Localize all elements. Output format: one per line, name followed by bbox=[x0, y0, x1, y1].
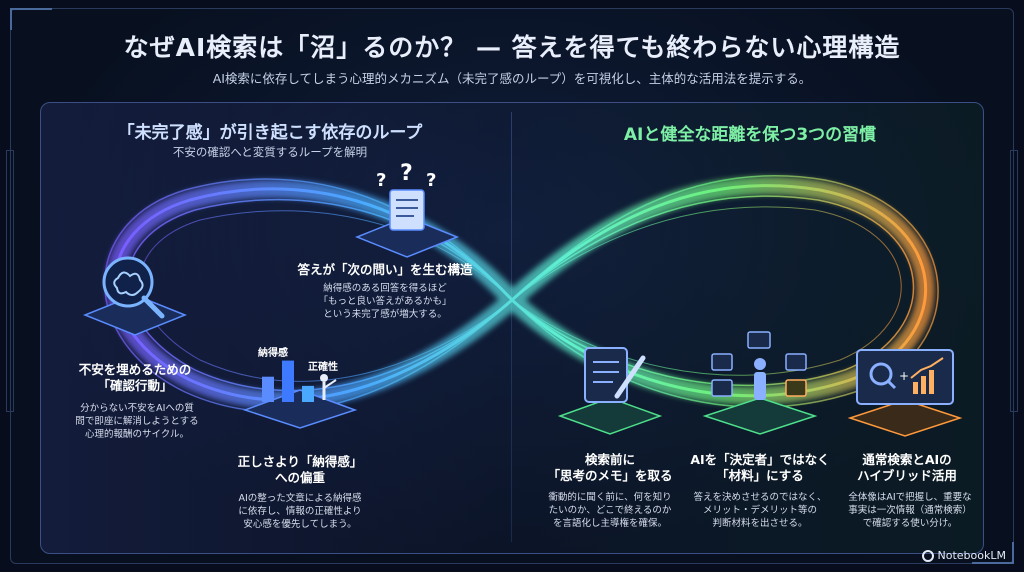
habit-1-label: 検索前に 「思考のメモ」を取る bbox=[540, 452, 680, 484]
left-section-title: 「未完了感」が引き起こす依存のループ bbox=[117, 123, 423, 143]
habit-1-desc: 衝動的に聞く前に、何を知り たいのか、どこで終えるのか を言語化し主導権を確保。 bbox=[535, 491, 685, 530]
step-1-label-line: 「確認行動」 bbox=[97, 378, 173, 393]
bar-chart-bar bbox=[262, 376, 274, 402]
left-section-subtitle: 不安の確認へと変質するループを解明 bbox=[172, 145, 368, 159]
habit-2-desc-line: 判断材料を出させる。 bbox=[712, 518, 808, 529]
habit-3-label-line: 通常検索とAIの bbox=[862, 452, 952, 467]
step-2-desc-line: という未完了感が増大する。 bbox=[323, 309, 447, 320]
habit-2-label-line: AIを「決定者」ではなく bbox=[690, 452, 830, 467]
right-section-title: AIと健全な距離を保つ3つの習慣 bbox=[623, 125, 877, 145]
loop-strands bbox=[104, 174, 939, 413]
step-2-label: 答えが「次の問い」を生む構造 bbox=[280, 262, 490, 278]
page-title: なぜAI検索は「沼」るのか？ — 答えを得ても終わらない心理構造 bbox=[123, 33, 901, 62]
notebooklm-badge: NotebookLM bbox=[921, 549, 1006, 562]
step-2-label-line: 答えが「次の問い」を生む構造 bbox=[297, 262, 473, 277]
habit-2-label-line: 「材料」にする bbox=[716, 468, 804, 483]
habit-3-desc-line: 事実は一次情報（通常検索） bbox=[848, 505, 972, 516]
content-panel bbox=[40, 102, 984, 554]
bar-chart-presenter-icon bbox=[242, 360, 358, 429]
step-1-desc-line: 問で即座に解消しようとする bbox=[75, 416, 199, 427]
habit-1-label-line: 「思考のメモ」を取る bbox=[547, 468, 673, 483]
panel-divider bbox=[511, 112, 512, 542]
notepad-pen-icon bbox=[557, 347, 663, 435]
question-scroll-icon: ? ? ? bbox=[354, 162, 460, 258]
step-1-desc: 分からない不安をAIへの質 問で即座に解消しようとする 心理的報酬のサイクル。 bbox=[62, 402, 212, 441]
svg-text:+: + bbox=[899, 369, 909, 383]
brand-name: NotebookLM bbox=[937, 549, 1006, 562]
step-1-desc-line: 分からない不安をAIへの質 bbox=[80, 403, 194, 414]
habit-2-desc-line: メリット・デメリット等の bbox=[702, 505, 817, 516]
habit-1-label-line: 検索前に bbox=[584, 452, 635, 467]
habit-2-label: AIを「決定者」ではなく 「材料」にする bbox=[680, 452, 840, 484]
step-2-desc-line: 納得感のある回答を得るほど bbox=[323, 283, 447, 294]
notebooklm-logo-icon bbox=[921, 549, 934, 562]
search-plus-chart-icon: + bbox=[847, 349, 963, 437]
left-rail-decoration bbox=[6, 150, 14, 412]
bar-chart-bar bbox=[282, 360, 294, 402]
step-3-desc-line: 安心感を優先してしまう。 bbox=[243, 519, 357, 530]
svg-text:?: ? bbox=[426, 170, 436, 191]
habit-3-desc-line: で確認する使い分け。 bbox=[862, 518, 958, 529]
step-3-label-line: 正しさより「納得感」 bbox=[237, 454, 363, 469]
habit-3-label: 通常検索とAIの ハイブリッド活用 bbox=[832, 452, 982, 484]
step-2-desc-line: 「もっと良い答えがあるかも」 bbox=[318, 296, 452, 307]
habit-3-label-line: ハイブリッド活用 bbox=[857, 468, 957, 483]
step-1-label: 不安を埋めるための 「確認行動」 bbox=[60, 362, 210, 394]
step-3-desc-line: AIの整った文章による納得感 bbox=[238, 493, 362, 504]
page-subtitle: AI検索に依存してしまう心理的メカニズム（未完了感のループ）を可視化し、主体的な… bbox=[212, 71, 812, 86]
bar-label-seikakusei: 正確性 bbox=[308, 362, 338, 373]
bar-label-nattoku: 納得感 bbox=[258, 348, 288, 359]
habit-3-desc: 全体像はAIで把握し、重要な 事実は一次情報（通常検索） で確認する使い分け。 bbox=[836, 491, 984, 530]
svg-text:?: ? bbox=[376, 170, 386, 191]
step-1-label-line: 不安を埋めるための bbox=[78, 362, 192, 377]
svg-text:?: ? bbox=[400, 162, 413, 186]
step-3-desc: AIの整った文章による納得感 に依存し、情報の正確性より 安心感を優先してしまう… bbox=[215, 492, 385, 531]
step-3-desc-line: に依存し、情報の正確性より bbox=[238, 506, 362, 517]
habit-2-desc: 答えを決めさせるのではなく、 メリット・デメリット等の 判断材料を出させる。 bbox=[682, 491, 838, 530]
person-options-icon bbox=[702, 331, 818, 435]
step-3-label-line: への偏重 bbox=[274, 470, 325, 485]
habit-2-desc-line: 答えを決めさせるのではなく、 bbox=[693, 492, 827, 503]
habit-3-desc-line: 全体像はAIで把握し、重要な bbox=[848, 492, 972, 503]
step-1-desc-line: 心理的報酬のサイクル。 bbox=[84, 429, 190, 440]
bar-chart-bar bbox=[302, 385, 314, 402]
step-2-desc: 納得感のある回答を得るほど 「もっと良い答えがあるかも」 という未完了感が増大す… bbox=[290, 282, 480, 321]
habit-1-desc-line: 衝動的に聞く前に、何を知り bbox=[548, 492, 672, 503]
outer-frame bbox=[10, 8, 1014, 564]
brain-search-icon bbox=[82, 256, 188, 336]
step-3-label: 正しさより「納得感」 への偏重 bbox=[220, 454, 380, 486]
habit-1-desc-line: を言語化し主導権を確保。 bbox=[552, 518, 667, 529]
habit-1-desc-line: たいのか、どこで終えるのか bbox=[548, 505, 672, 516]
right-rail-decoration bbox=[1010, 150, 1018, 412]
